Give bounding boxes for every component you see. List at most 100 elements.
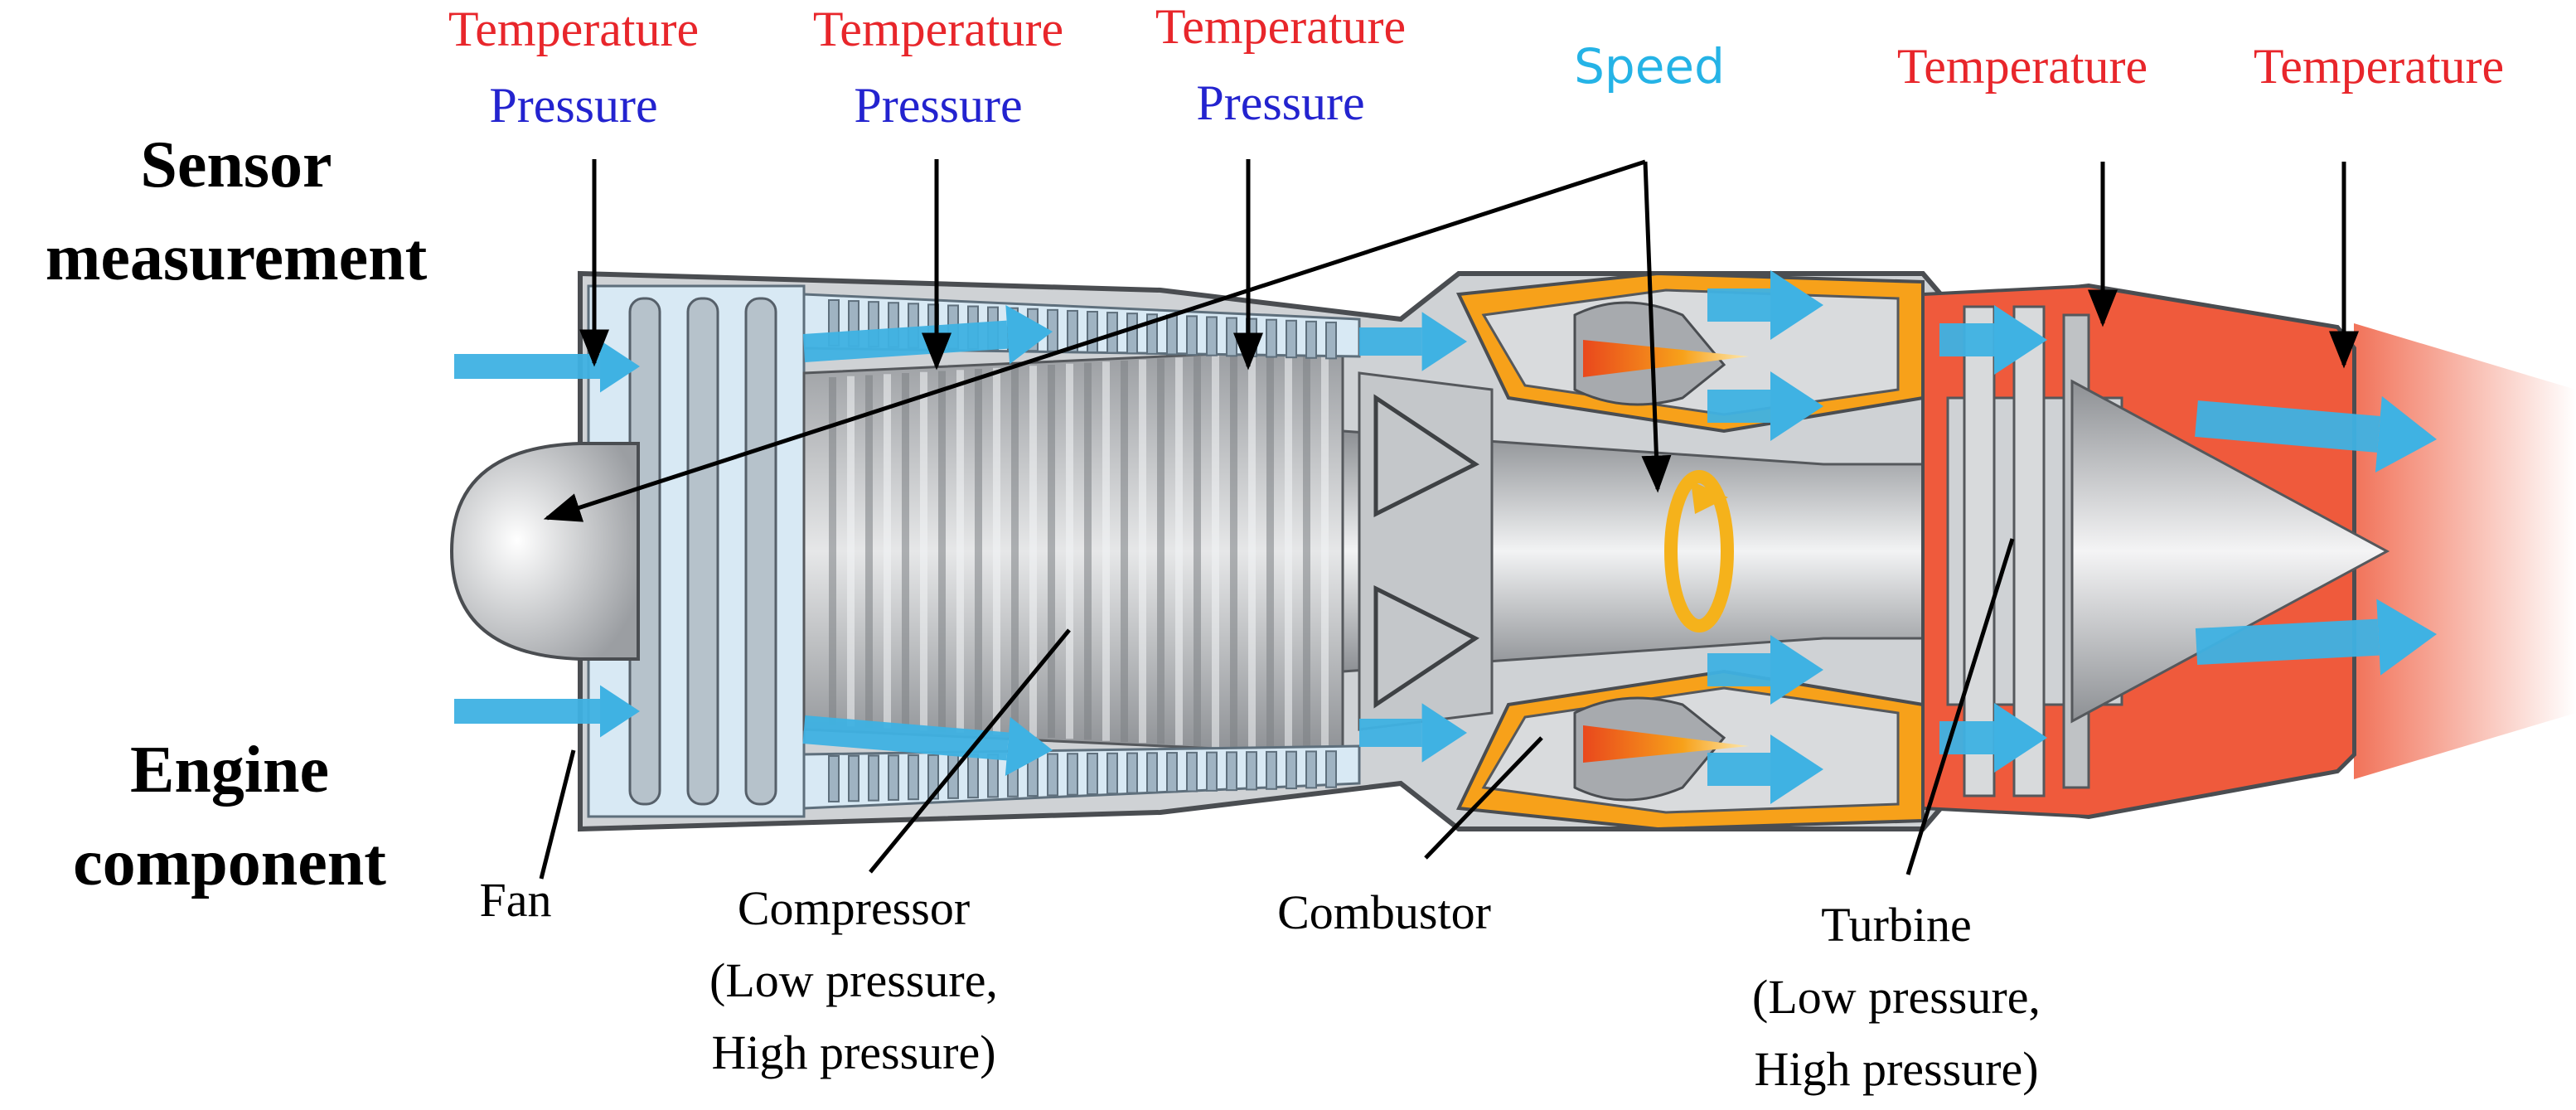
compressor-blade <box>987 754 999 798</box>
component-label: Compressor <box>738 881 970 935</box>
compressor-stage <box>1102 361 1110 741</box>
compressor-blade <box>967 754 979 799</box>
compressor-blade <box>1246 751 1257 791</box>
sensor-label: Temperature <box>448 2 699 56</box>
airflow-arrow <box>2195 395 2437 473</box>
component-leader-line <box>869 628 1071 874</box>
compressor-stage <box>1230 354 1237 749</box>
compressor-blade <box>1186 751 1198 793</box>
compressor-stage <box>1194 356 1201 746</box>
compressor-stage <box>1029 366 1037 737</box>
component-leader-line <box>1905 538 2015 875</box>
compressor-stage <box>829 377 836 725</box>
component-label: Combustor <box>1277 885 1491 939</box>
compressor-blade <box>848 754 859 802</box>
jet-engine-illustration <box>449 270 2576 832</box>
compressor-blade <box>1266 750 1277 790</box>
engine-component-heading: component <box>73 826 386 899</box>
compressor-stage <box>920 371 927 731</box>
compressor-blade <box>1226 751 1237 792</box>
compressor-blade <box>1166 314 1178 356</box>
speed-pointer-arrow-shaft <box>1641 161 1672 493</box>
compressor-stage <box>1285 351 1292 752</box>
sensor-label: Pressure <box>489 78 657 133</box>
airflow-arrow <box>1359 312 1467 371</box>
compressor-stage <box>1321 349 1329 754</box>
compressor-blade <box>1325 321 1337 360</box>
airflow-arrow <box>1939 305 2047 375</box>
sensor-label: Pressure <box>854 78 1022 133</box>
compressor-stage <box>865 375 873 728</box>
compressor-blade <box>1146 752 1158 793</box>
airflow-arrow <box>454 685 640 738</box>
compressor-blade <box>1286 750 1297 790</box>
compressor-stage <box>1157 358 1165 744</box>
compressor-blade <box>828 755 840 802</box>
compressor-stage <box>975 369 982 734</box>
compressor-blade <box>1206 751 1218 792</box>
compressor-stage <box>1048 365 1055 738</box>
sensor-label: Temperature <box>1155 0 1406 54</box>
compressor-stage <box>1121 361 1128 742</box>
airflow-arrow <box>1707 635 1823 705</box>
compressor-stage <box>902 373 909 729</box>
airflow-arrows <box>454 270 2437 804</box>
component-leader-line <box>539 749 576 880</box>
compressor-blade <box>1047 753 1058 797</box>
component-label: High pressure) <box>1754 1042 2038 1096</box>
compressor-blade <box>927 754 939 800</box>
compressor-stage <box>1266 352 1274 750</box>
compressor-stage <box>938 371 946 732</box>
compressor-stages <box>829 349 1329 754</box>
sensor-label: Temperature <box>2254 39 2504 94</box>
compressor-blade <box>1087 753 1098 795</box>
sensor-label: Temperature <box>813 2 1063 56</box>
compressor-stage <box>884 374 891 729</box>
leader-lines <box>539 159 2359 880</box>
compressor-blade <box>1325 750 1337 788</box>
compressor-blade <box>1126 752 1138 794</box>
fan-blades <box>628 297 777 806</box>
compressor-stage <box>993 367 1000 735</box>
sensor-label: Temperature <box>1897 39 2147 94</box>
compressor-blade <box>1206 316 1218 356</box>
compressor-blade <box>1305 320 1317 359</box>
compressor-blade <box>888 754 899 801</box>
compressor-blade <box>1186 315 1198 356</box>
sensor-measurement-heading: Sensor <box>140 128 332 201</box>
compressor-blade <box>1087 311 1098 353</box>
compressor-blade <box>1106 752 1118 795</box>
compressor-blade <box>1226 317 1237 357</box>
compressor-stage <box>1066 363 1073 739</box>
compressor-stage <box>1084 362 1092 740</box>
engine-component-heading: Engine <box>130 734 329 807</box>
airflow-arrow <box>2195 599 2437 676</box>
compressor-blade <box>1286 319 1297 359</box>
compressor-stage <box>1175 357 1183 745</box>
compressor-blade <box>1067 309 1078 353</box>
compressor-blade <box>868 754 879 802</box>
compressor-blade <box>908 754 919 801</box>
airflow-arrow <box>1707 371 1823 441</box>
compressor-stage <box>1303 350 1310 753</box>
compressor-blade <box>1166 752 1178 793</box>
airflow-arrow <box>454 340 640 393</box>
sensor-label: Pressure <box>1196 75 1364 130</box>
compressor-stage <box>956 370 964 733</box>
speed-pointer-arrow-fan <box>543 159 1646 522</box>
component-label: (Low pressure, <box>1752 970 2041 1024</box>
airflow-arrow <box>1707 270 1823 340</box>
component-leader-line <box>1424 736 1543 860</box>
rotation-arrow <box>1664 470 1734 633</box>
compressor-blade <box>1266 318 1277 358</box>
airflow-arrow <box>802 304 1053 365</box>
component-label: High pressure) <box>711 1025 995 1079</box>
component-label: Turbine <box>1821 898 1972 952</box>
component-label: Fan <box>480 873 552 927</box>
compressor-blade <box>1126 313 1138 355</box>
sensor-label: Speed <box>1574 38 1725 95</box>
airflow-arrow <box>1707 734 1823 804</box>
compressor-stage <box>1011 366 1019 736</box>
sensor-measurement-heading: measurement <box>46 221 428 294</box>
